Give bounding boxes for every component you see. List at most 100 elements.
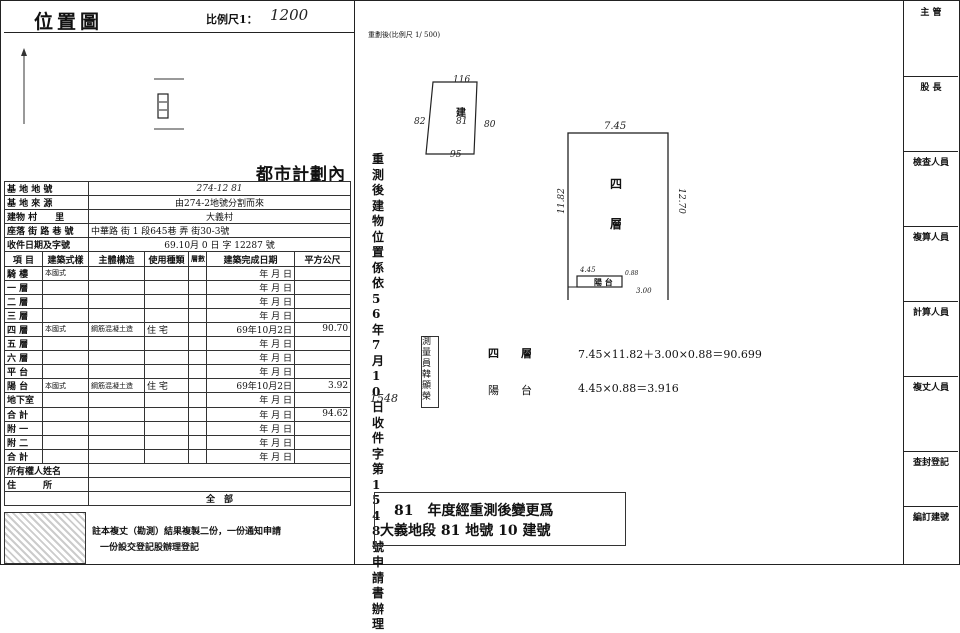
small-bldg-left-dim: 82 <box>414 117 426 127</box>
floor-date: 年 月 日 <box>206 406 295 422</box>
floor-style <box>42 293 89 309</box>
floor-item: 一 層 <box>4 279 43 295</box>
floor-structure <box>88 448 145 464</box>
village-label: 建物 村 里 <box>4 209 89 225</box>
registry-row: 基 地 來 源由274-2地號分割而來 <box>4 195 352 211</box>
address-row-value: 中華路 街 1 段645巷 弄 街30-3號 <box>87 223 352 239</box>
title-divider <box>4 32 354 33</box>
owner-label: 所有權人姓名 <box>4 462 89 478</box>
location-map-title: 位置圖 <box>34 11 104 33</box>
approval-label: 編訂建號 <box>912 513 949 523</box>
floor-level <box>188 434 207 450</box>
floor-date: 年 月 日 <box>206 293 295 309</box>
panel-divider-right <box>903 0 904 565</box>
floor-structure <box>88 406 145 422</box>
floor-row: 五 層年 月 日 <box>4 336 352 352</box>
floor-use <box>144 279 189 295</box>
footer-note-1: 註本複丈（勘測）結果複製二份，一份通知申請 <box>92 527 282 537</box>
floor-area <box>293 364 352 380</box>
floor-date: 年 月 日 <box>206 336 295 352</box>
village-value: 大義村 <box>87 209 352 225</box>
floor-use: 住 宅 <box>144 378 189 394</box>
floor-use <box>144 392 189 408</box>
floor-level <box>188 406 207 422</box>
floor-style <box>42 336 89 352</box>
small-bldg-number: 81 <box>456 117 468 127</box>
lot-number-label: 基 地 地 號 <box>4 180 89 197</box>
approval-label: 計算人員 <box>912 308 949 318</box>
floor-use: 住 宅 <box>144 321 189 338</box>
floor-row: 六 層年 月 日 <box>4 350 352 366</box>
calc-floor-label: 四 層 <box>488 347 532 360</box>
floor-use <box>144 364 189 380</box>
floor-item: 合 計 <box>4 406 43 422</box>
floor-use <box>144 434 189 450</box>
floor-date: 69年10月2日 <box>206 378 295 394</box>
floor-date: 年 月 日 <box>206 420 295 436</box>
floor-row: 地下室年 月 日 <box>4 392 352 408</box>
floor-date: 年 月 日 <box>206 279 295 295</box>
floor-item: 四 層 <box>4 321 43 338</box>
all-row: 全 部 <box>4 491 352 507</box>
floor-date: 年 月 日 <box>206 434 295 450</box>
floor-structure <box>88 364 145 380</box>
floor-date: 年 月 日 <box>206 364 295 380</box>
floor-level <box>188 448 207 464</box>
floor-date: 年 月 日 <box>206 448 295 464</box>
balcony-depth: 0.88 <box>625 270 639 277</box>
col-header: 建築式樣 <box>42 251 89 267</box>
approval-label: 查封登記 <box>912 458 949 468</box>
floor-level <box>188 420 207 436</box>
col-header: 層數 <box>188 251 207 267</box>
floor-date: 年 月 日 <box>206 265 295 281</box>
owner-address-label: 住 所 <box>4 476 89 493</box>
floor-area: 94.62 <box>293 406 352 422</box>
approval-divider <box>904 301 958 302</box>
balcony-width: 4.45 <box>580 266 596 274</box>
col-header: 使用種類 <box>144 251 189 267</box>
all-label: 全 部 <box>87 491 352 507</box>
floor-row: 合 計年 月 日 <box>4 448 352 464</box>
floor-style: 本國式 <box>42 378 89 394</box>
floor-style <box>42 307 89 323</box>
floor-level <box>188 336 207 352</box>
floor-row: 騎 樓本國式年 月 日 <box>4 265 352 281</box>
floor-level <box>188 265 207 281</box>
floor-style <box>42 364 89 380</box>
floor-area: 90.70 <box>293 321 352 338</box>
balcony-label: 陽 台 <box>594 277 613 287</box>
main-bldg-right-dim: 12.70 <box>675 188 686 214</box>
floor-structure <box>88 307 145 323</box>
floor-use <box>144 265 189 281</box>
approval-divider <box>904 506 958 507</box>
floor-structure <box>88 420 145 436</box>
floor-row: 二 層年 月 日 <box>4 293 352 309</box>
col-header: 主體構造 <box>88 251 145 267</box>
floor-item: 地下室 <box>4 392 43 408</box>
change-section-text: 大義地段 81 地號 10 建號 <box>380 523 551 539</box>
approval-label: 股 長 <box>920 83 942 93</box>
document-number: 1548 <box>370 392 398 405</box>
approval-label: 複算人員 <box>912 233 949 243</box>
floor-level <box>188 279 207 295</box>
floor-row: 附 一年 月 日 <box>4 420 352 436</box>
registry-row: 建物 村 里大義村 <box>4 209 352 225</box>
floor-level <box>188 307 207 323</box>
floor-row: 一 層年 月 日 <box>4 279 352 295</box>
approval-label: 複丈人員 <box>912 383 949 393</box>
floor-area: 3.92 <box>293 378 352 394</box>
approval-divider <box>904 151 958 152</box>
floor-area <box>293 279 352 295</box>
receipt-value: 69.10月 0 日 字 12287 號 <box>87 237 352 253</box>
location-sketch <box>21 48 184 130</box>
floor-level <box>188 364 207 380</box>
col-header: 建築完成日期 <box>206 251 295 267</box>
floor-use <box>144 336 189 352</box>
footer-note-2: 一份設交登記股辦理登記 <box>100 543 200 553</box>
floor-structure <box>88 434 145 450</box>
floor-area <box>293 448 352 464</box>
floor-use <box>144 350 189 366</box>
floor-level <box>188 392 207 408</box>
